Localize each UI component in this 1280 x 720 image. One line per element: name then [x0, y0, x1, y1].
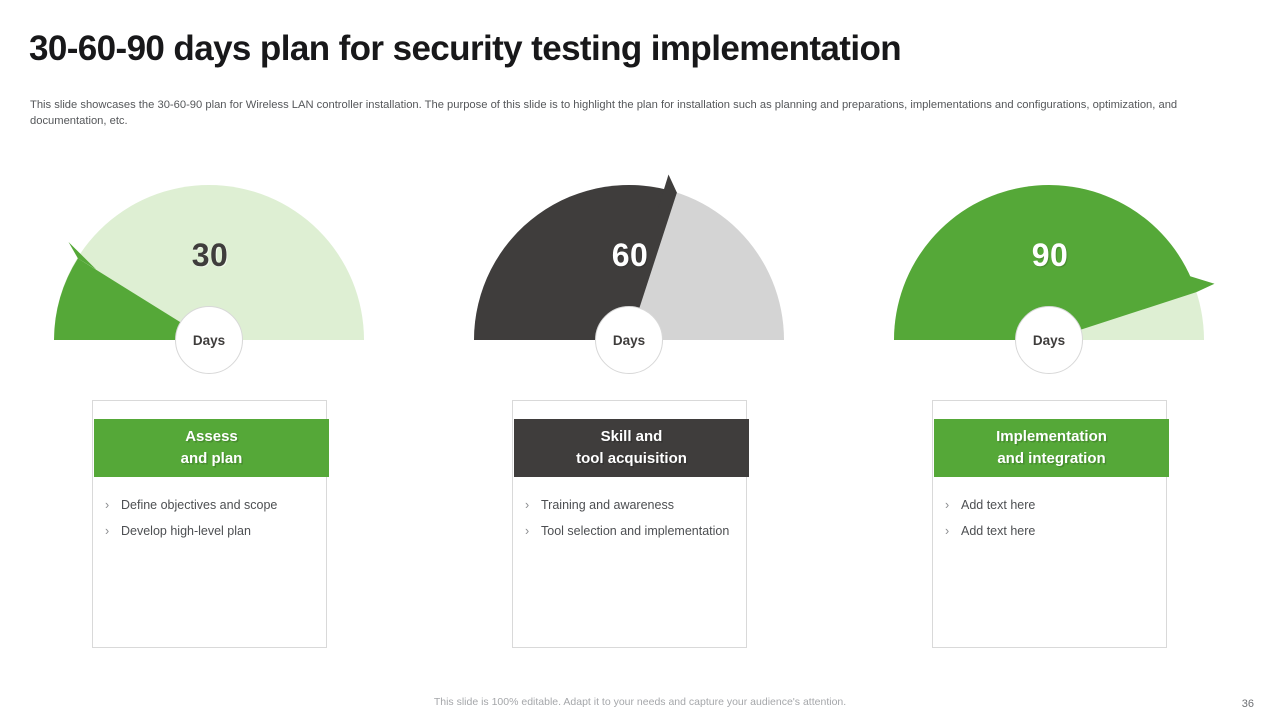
- list-item: › Tool selection and implementation: [525, 522, 732, 541]
- gauge-90-svg: [894, 185, 1215, 340]
- gauge-60-fill: [474, 185, 677, 340]
- card-3-title-line2: and integration: [997, 450, 1106, 467]
- page-title: 30-60-90 days plan for security testing …: [29, 29, 902, 68]
- card-3-title-line1: Implementation: [996, 427, 1107, 445]
- card-2-header: Skill and tool acquisition: [514, 419, 749, 477]
- chevron-right-icon: ›: [525, 498, 530, 512]
- list-item-text: Training and awareness: [541, 498, 674, 512]
- gauge-row: 30 Days 60 Days 90 Days: [0, 165, 1280, 385]
- gauge-30-svg: [54, 185, 364, 340]
- gauge-30-value: 30: [191, 237, 229, 273]
- list-item: › Add text here: [945, 496, 1152, 515]
- gauge-90-hub: Days: [1015, 306, 1083, 374]
- card-1-title-line1: Assess: [185, 427, 238, 445]
- gauge-60-unit-label: Days: [612, 332, 646, 348]
- chevron-right-icon: ›: [945, 498, 950, 512]
- gauge-90-fill: [894, 185, 1197, 340]
- page-number: 36: [1241, 698, 1254, 710]
- list-item-text: Add text here: [961, 498, 1036, 512]
- chevron-right-icon: ›: [945, 523, 950, 538]
- chevron-right-icon: ›: [525, 523, 530, 538]
- gauge-90-pointer-icon: [1178, 272, 1215, 293]
- card-1-list: › Define objectives and scope › Develop …: [93, 496, 326, 548]
- list-item: › Develop high-level plan: [105, 522, 312, 541]
- footer-note: This slide is 100% editable. Adapt it to…: [433, 696, 847, 708]
- gauge-90-unit-label: Days: [1032, 332, 1066, 348]
- gauge-60-pointer-icon: [657, 174, 677, 211]
- gauge-30-unit-label: Days: [192, 332, 226, 348]
- chevron-right-icon: ›: [105, 523, 110, 538]
- list-item-text: Tool selection and implementation: [541, 523, 730, 538]
- card-assess-and-plan[interactable]: Assess and plan › Define objectives and …: [92, 400, 329, 648]
- card-skill-and-tool-acquisition[interactable]: Skill and tool acquisition › Training an…: [512, 400, 749, 648]
- gauge-60-days: 60 Days: [440, 165, 820, 385]
- card-1-header: Assess and plan: [94, 419, 329, 477]
- list-item: › Training and awareness: [525, 496, 732, 515]
- list-item-text: Add text here: [961, 523, 1036, 538]
- list-item: › Add text here: [945, 522, 1152, 541]
- list-item-text: Define objectives and scope: [121, 498, 278, 512]
- gauge-30-days: 30 Days: [20, 165, 400, 385]
- list-item-text: Develop high-level plan: [121, 523, 251, 538]
- gauge-90-days: 90 Days: [860, 165, 1240, 385]
- gauge-60-svg: [474, 174, 784, 340]
- gauge-60-value: 60: [611, 237, 649, 273]
- card-3-header: Implementation and integration: [934, 419, 1169, 477]
- slide-description: This slide showcases the 30-60-90 plan f…: [30, 99, 1178, 128]
- card-2-title-line1: Skill and: [600, 427, 663, 445]
- card-row: Assess and plan › Define objectives and …: [0, 400, 1280, 650]
- gauge-30-hub: Days: [175, 306, 243, 374]
- chevron-right-icon: ›: [105, 498, 110, 512]
- gauge-30-fill: [54, 258, 209, 340]
- card-3-list: › Add text here › Add text here: [933, 496, 1166, 548]
- card-1-title-line2: and plan: [180, 450, 243, 467]
- gauge-90-value: 90: [1031, 237, 1069, 273]
- card-2-list: › Training and awareness › Tool selectio…: [513, 496, 746, 548]
- card-implementation-and-integration[interactable]: Implementation and integration › Add tex…: [932, 400, 1169, 648]
- card-2-title-line2: tool acquisition: [576, 450, 687, 467]
- gauge-60-hub: Days: [595, 306, 663, 374]
- list-item: › Define objectives and scope: [105, 496, 312, 515]
